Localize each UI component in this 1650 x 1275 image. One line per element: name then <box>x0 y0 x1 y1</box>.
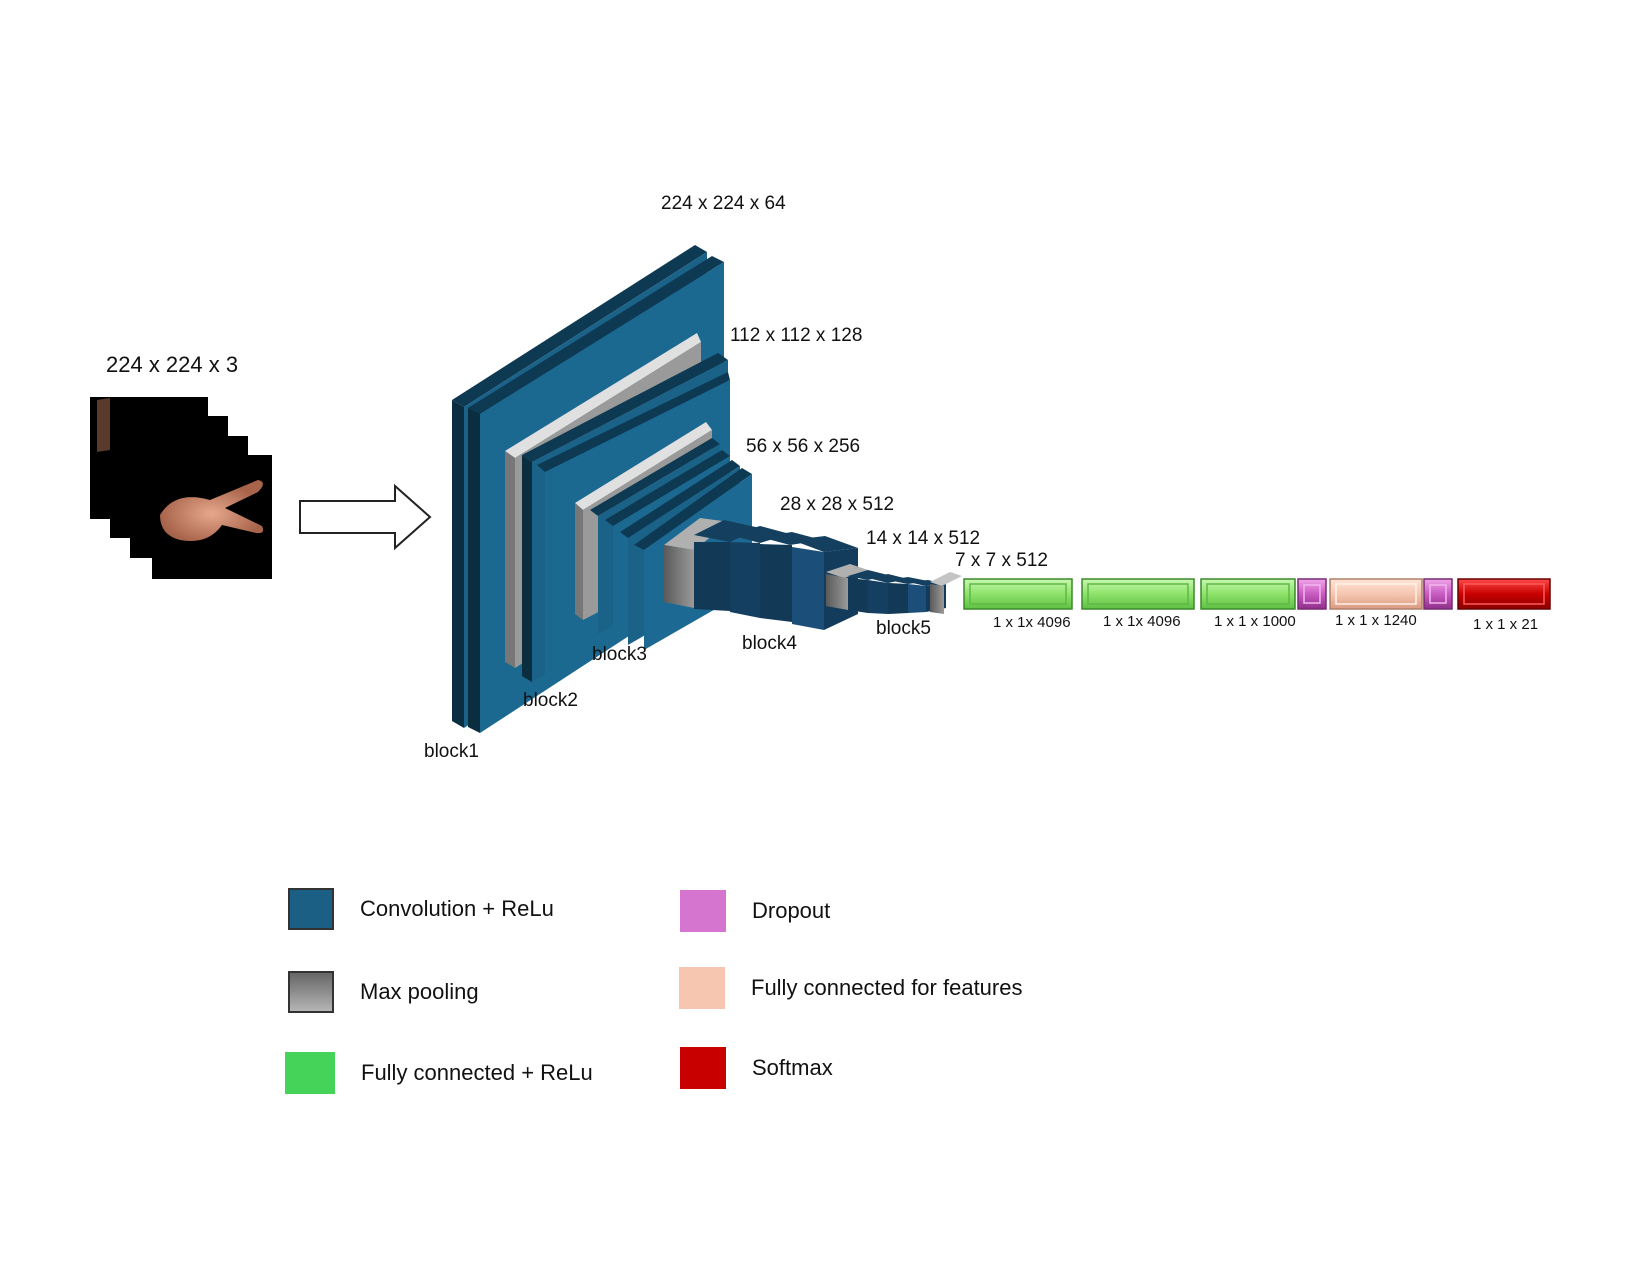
legend-max-pooling: Max pooling <box>288 971 479 1013</box>
legend-label: Dropout <box>752 898 831 923</box>
legend-label: Fully connected for features <box>751 975 1023 1000</box>
legend-swatch-fc <box>285 1052 335 1094</box>
legend-label: Fully connected + ReLu <box>361 1060 593 1085</box>
softmax-dims-label: 1 x 1 x 21 <box>1473 616 1539 633</box>
fc1-dims-label: 1 x 1x 4096 <box>993 614 1071 631</box>
block3-label: block3 <box>592 644 647 665</box>
legend-label: Convolution + ReLu <box>360 896 554 921</box>
input-arrow-icon <box>299 483 432 551</box>
input-size-label: 224 x 224 x 3 <box>106 352 239 377</box>
block1-dims-label: 224 x 224 x 64 <box>661 193 786 214</box>
legend-fc-features: Fully connected for features <box>679 967 1022 1009</box>
block4-dims-label: 28 x 28 x 512 <box>780 494 895 515</box>
hand-gesture-icon <box>160 480 264 541</box>
legend-dropout: Dropout <box>680 890 830 932</box>
legend-fc-relu: Fully connected + ReLu <box>285 1052 593 1094</box>
block5-layers <box>826 564 962 614</box>
block4-label: block4 <box>742 633 797 654</box>
hand-fragment <box>97 398 110 452</box>
legend-label: Max pooling <box>360 979 479 1004</box>
fc2-dims-label: 1 x 1x 4096 <box>1103 613 1181 630</box>
block1-label: block1 <box>424 741 479 762</box>
dropout-layer-1 <box>1297 578 1327 610</box>
pool-output-dims-label: 7 x 7 x 512 <box>955 550 1048 571</box>
legend-swatch-conv <box>288 888 334 930</box>
legend-swatch-softmax <box>680 1047 726 1089</box>
legend-swatch-pool <box>288 971 334 1013</box>
block5-label: block5 <box>876 618 931 639</box>
block5-dims-label: 14 x 14 x 512 <box>866 528 981 549</box>
legend-label: Softmax <box>752 1055 833 1080</box>
block2-label: block2 <box>523 690 578 711</box>
block2-dims-label: 112 x 112 x 128 <box>730 325 863 346</box>
fc3-dims-label: 1 x 1 x 1000 <box>1214 613 1296 630</box>
block3-dims-label: 56 x 56 x 256 <box>746 436 861 457</box>
legend-swatch-dropout <box>680 890 726 932</box>
legend-swatch-features <box>679 967 725 1009</box>
input-image-stack <box>90 397 272 579</box>
dense-layers <box>963 578 1551 610</box>
fc-features-dims-label: 1 x 1 x 1240 <box>1335 612 1417 629</box>
dropout-layer-2 <box>1423 578 1453 610</box>
legend-softmax: Softmax <box>680 1047 833 1089</box>
legend-conv-relu: Convolution + ReLu <box>288 888 554 930</box>
